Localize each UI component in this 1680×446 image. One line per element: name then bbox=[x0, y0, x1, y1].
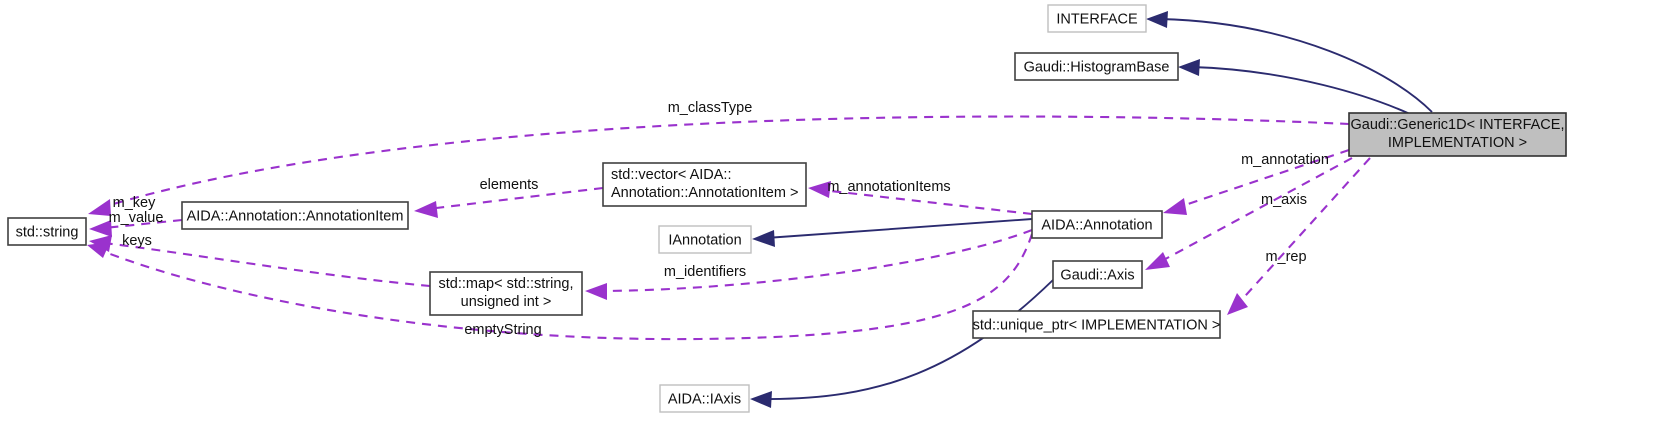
edge-label-m-key: m_key bbox=[113, 195, 156, 211]
edge-labels: m_classType m_annotation m_axis m_rep el… bbox=[109, 100, 1329, 338]
edge-label-m-axis: m_axis bbox=[1261, 192, 1307, 208]
nodes: INTERFACE Gaudi::HistogramBase Gaudi::Ge… bbox=[7, 4, 1567, 413]
node-aida-annotation-annotationitem-label: AIDA::Annotation::AnnotationItem bbox=[187, 208, 404, 224]
inheritance-edges bbox=[750, 11, 1433, 408]
edge-elements bbox=[414, 186, 604, 218]
node-iannotation-label: IAnnotation bbox=[668, 232, 741, 248]
edge-m-classtype bbox=[88, 115, 1350, 216]
edge-generic1d-interface bbox=[1146, 11, 1433, 113]
node-gaudi-axis[interactable]: Gaudi::Axis bbox=[1052, 260, 1143, 289]
edge-label-m-annotation: m_annotation bbox=[1241, 152, 1329, 168]
node-std-unique-ptr-implementation[interactable]: std::unique_ptr< IMPLEMENTATION > bbox=[972, 310, 1221, 339]
node-aida-annotation-label: AIDA::Annotation bbox=[1041, 217, 1152, 233]
node-std-vector-label-line1: std::vector< AIDA:: bbox=[611, 167, 731, 183]
node-interface-label: INTERFACE bbox=[1056, 11, 1138, 27]
edge-m-annotationitems bbox=[808, 181, 1033, 216]
edge-label-m-classtype: m_classType bbox=[668, 100, 753, 116]
edge-generic1d-histogrambase bbox=[1178, 59, 1411, 115]
node-gaudi-generic1d-label-line1: Gaudi::Generic1D< INTERFACE, bbox=[1351, 117, 1565, 133]
edge-label-m-value: m_value bbox=[109, 210, 164, 226]
node-std-map-label-line2: unsigned int > bbox=[461, 294, 552, 310]
node-aida-annotation[interactable]: AIDA::Annotation bbox=[1031, 210, 1163, 239]
edge-m-rep bbox=[1227, 157, 1371, 315]
node-std-string[interactable]: std::string bbox=[7, 217, 87, 246]
node-aida-annotation-annotationitem[interactable]: AIDA::Annotation::AnnotationItem bbox=[181, 201, 409, 230]
edge-annotation-iannotation bbox=[752, 218, 1033, 247]
edge-m-axis bbox=[1145, 157, 1353, 270]
node-std-map-label-line1: std::map< std::string, bbox=[439, 276, 574, 292]
node-std-vector-label-line2: Annotation::AnnotationItem > bbox=[611, 185, 798, 201]
edge-label-m-annotationitems: m_annotationItems bbox=[827, 179, 950, 195]
edge-label-m-identifiers: m_identifiers bbox=[664, 264, 746, 280]
edge-m-key-m-value bbox=[89, 218, 183, 237]
node-aida-iaxis-label: AIDA::IAxis bbox=[668, 391, 741, 407]
node-gaudi-axis-label: Gaudi::Axis bbox=[1060, 267, 1134, 283]
node-gaudi-histogrambase[interactable]: Gaudi::HistogramBase bbox=[1014, 52, 1179, 81]
node-gaudi-histogrambase-label: Gaudi::HistogramBase bbox=[1024, 59, 1170, 75]
node-std-string-label: std::string bbox=[16, 224, 79, 240]
edge-label-elements: elements bbox=[480, 177, 539, 193]
node-iannotation[interactable]: IAnnotation bbox=[658, 225, 752, 254]
node-gaudi-generic1d[interactable]: Gaudi::Generic1D< INTERFACE, IMPLEMENTAT… bbox=[1348, 112, 1567, 157]
edge-label-keys: keys bbox=[122, 233, 152, 249]
node-gaudi-generic1d-label-line2: IMPLEMENTATION > bbox=[1388, 135, 1527, 151]
edge-emptystring bbox=[87, 233, 1033, 341]
node-interface[interactable]: INTERFACE bbox=[1047, 4, 1147, 33]
node-std-unique-ptr-label: std::unique_ptr< IMPLEMENTATION > bbox=[973, 317, 1221, 333]
node-aida-iaxis[interactable]: AIDA::IAxis bbox=[659, 384, 750, 413]
edge-gaudiaxis-aidaiaxis bbox=[750, 279, 1054, 408]
usage-edges bbox=[87, 115, 1371, 341]
node-std-vector-annotationitem[interactable]: std::vector< AIDA:: Annotation::Annotati… bbox=[602, 162, 807, 207]
edge-label-m-rep: m_rep bbox=[1265, 249, 1306, 265]
edge-label-emptystring: emptyString bbox=[464, 322, 541, 338]
edge-m-identifiers bbox=[585, 229, 1033, 300]
node-std-map-string-uint[interactable]: std::map< std::string, unsigned int > bbox=[429, 271, 583, 316]
edge-m-annotation bbox=[1163, 149, 1350, 215]
